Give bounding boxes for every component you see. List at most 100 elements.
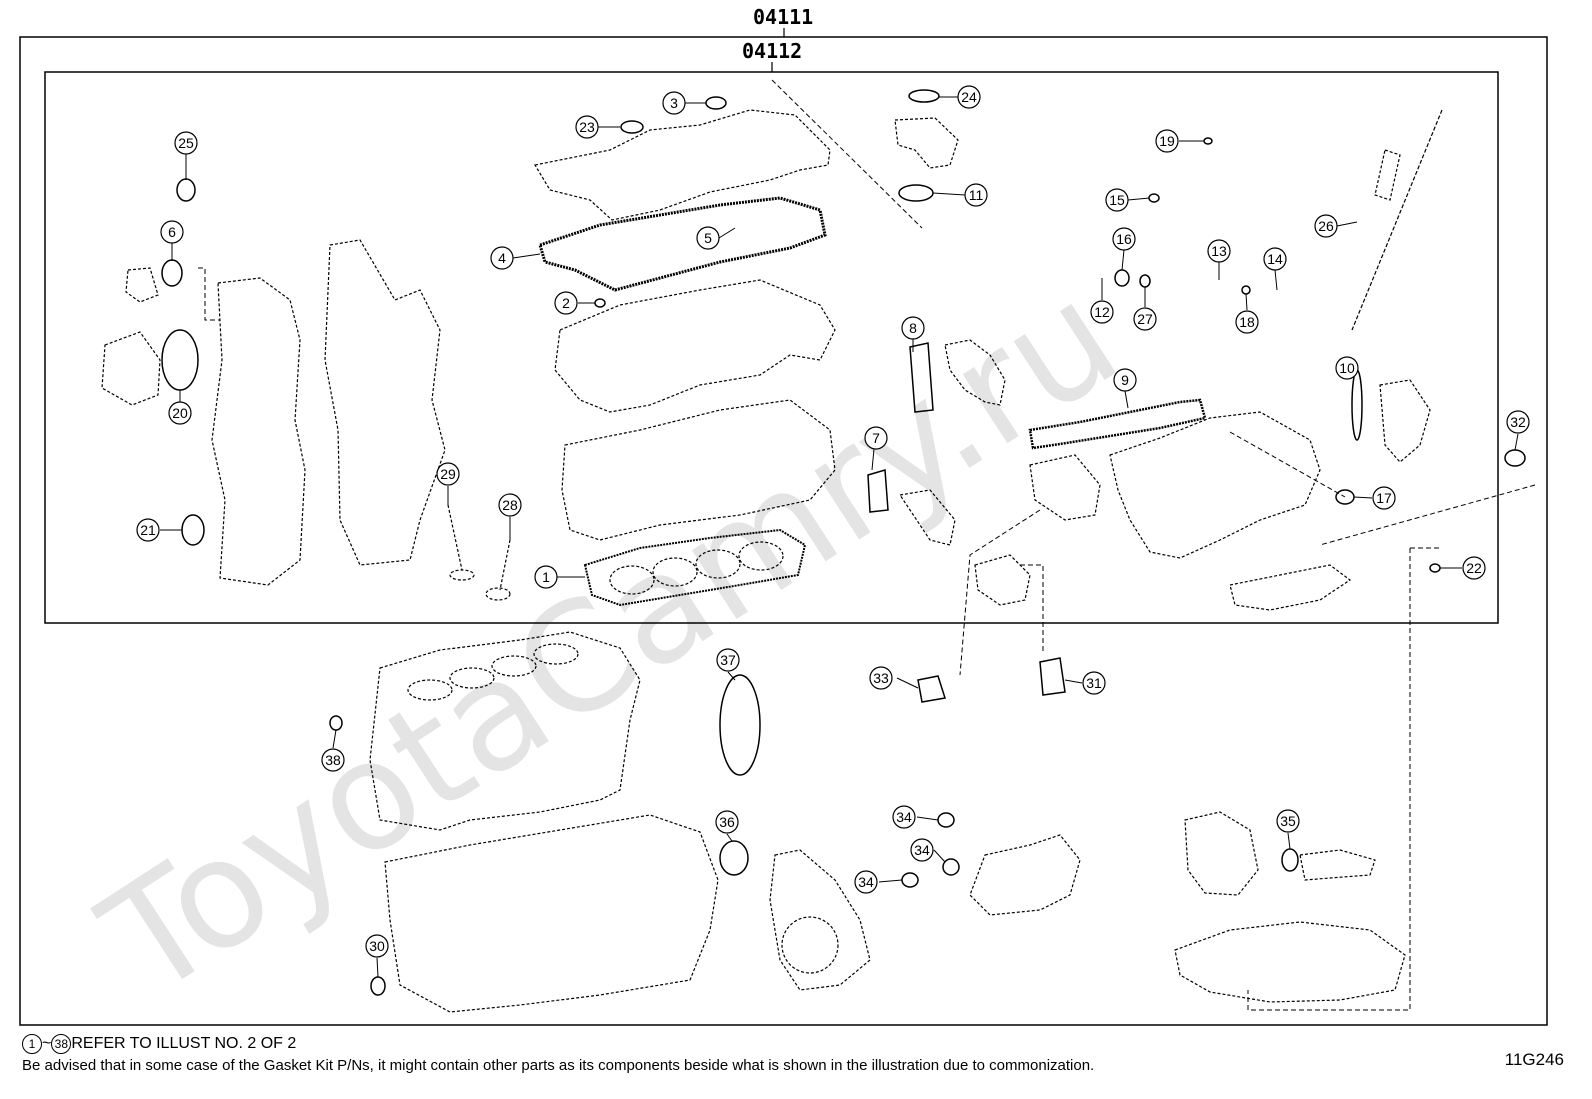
svg-text:9: 9	[1121, 372, 1129, 388]
water-pump-cover	[101, 331, 161, 406]
svg-text:11: 11	[969, 187, 984, 203]
svg-text:1: 1	[542, 569, 550, 585]
callouts: 1 2 3 4 5 6 7 8 9 10 11 12 13 14 15 16 1…	[136, 85, 1530, 958]
callout-34a: 34	[892, 805, 916, 829]
assembly-leaders	[198, 79, 1536, 1011]
callout-5: 5	[696, 226, 720, 250]
svg-text:2: 2	[562, 295, 570, 311]
callout-20: 20	[168, 401, 192, 425]
range-separator: ~	[42, 1035, 52, 1052]
callout-leaders	[160, 96, 1519, 978]
svg-text:30: 30	[369, 938, 385, 954]
svg-text:15: 15	[1109, 192, 1125, 208]
svg-text:38: 38	[325, 752, 341, 768]
callout-4: 4	[490, 246, 514, 270]
timing-cover-left	[211, 277, 306, 586]
oil-pump-cover	[769, 849, 871, 991]
svg-text:5: 5	[704, 230, 712, 246]
callout-27: 27	[1133, 307, 1157, 331]
svg-text:3: 3	[670, 95, 678, 111]
callout-32: 32	[1506, 410, 1530, 434]
callout-24: 24	[957, 85, 981, 109]
callout-22: 22	[1462, 556, 1486, 580]
manifold-gasket	[1028, 398, 1207, 450]
cylinder-head-gasket	[583, 528, 807, 607]
svg-text:23: 23	[579, 119, 595, 135]
svg-text:29: 29	[440, 466, 456, 482]
svg-text:35: 35	[1280, 813, 1296, 829]
svg-text:33: 33	[873, 670, 889, 686]
intake-manifold	[1109, 411, 1321, 559]
callout-31: 31	[1082, 671, 1106, 695]
timing-chain-case	[324, 239, 446, 566]
commonization-note: Be advised that in some case of the Gask…	[22, 1057, 1095, 1074]
svg-text:34: 34	[914, 842, 930, 858]
callout-8: 8	[901, 316, 925, 340]
callout-11: 11	[964, 183, 988, 207]
svg-text:17: 17	[1376, 490, 1392, 506]
callout-30: 30	[365, 934, 389, 958]
svg-text:18: 18	[1239, 314, 1255, 330]
svg-text:24: 24	[961, 89, 977, 105]
inner-kit-code: 04112	[742, 39, 802, 63]
callout-14: 14	[1263, 247, 1287, 271]
svg-text:34: 34	[858, 874, 874, 890]
svg-text:4: 4	[498, 250, 506, 266]
water-outlet	[894, 117, 959, 169]
water-pump	[969, 834, 1081, 916]
svg-text:10: 10	[1339, 360, 1355, 376]
callout-23: 23	[575, 115, 599, 139]
callout-19: 19	[1155, 129, 1179, 153]
callout-37: 37	[716, 648, 740, 672]
camshaft-housing	[554, 279, 836, 413]
egr-valve	[974, 554, 1031, 606]
svg-text:22: 22	[1466, 560, 1482, 576]
svg-text:20: 20	[172, 405, 188, 421]
callout-3: 3	[662, 91, 686, 115]
callout-16: 16	[1112, 227, 1136, 251]
callout-6: 6	[160, 220, 184, 244]
callout-2: 2	[554, 291, 578, 315]
svg-text:37: 37	[720, 652, 736, 668]
callout-28: 28	[498, 493, 522, 517]
svg-text:27: 27	[1137, 311, 1153, 327]
oil-dipstick	[1351, 109, 1443, 331]
svg-text:7: 7	[872, 430, 880, 446]
intake-lower-pipe	[1229, 564, 1352, 611]
svg-text:26: 26	[1318, 218, 1334, 234]
callout-17: 17	[1372, 486, 1396, 510]
callout-36: 36	[715, 810, 739, 834]
head-cover-gasket	[538, 196, 827, 292]
svg-text:31: 31	[1086, 675, 1102, 691]
outer-kit-code: 04111	[753, 5, 813, 29]
svg-text:34: 34	[896, 809, 912, 825]
callout-29: 29	[436, 462, 460, 486]
cylinder-block	[369, 631, 641, 831]
svg-text:25: 25	[178, 135, 194, 151]
svg-text:16: 16	[1116, 231, 1132, 247]
small-bracket	[125, 267, 159, 303]
callout-34b: 34	[910, 838, 934, 862]
callout-9: 9	[1113, 368, 1137, 392]
illustration-code: 11G246	[1504, 1050, 1564, 1069]
oil-pan	[1174, 921, 1406, 1003]
callout-38: 38	[321, 748, 345, 772]
oil-filter	[1184, 811, 1259, 896]
svg-text:36: 36	[719, 814, 735, 830]
throttle-body	[1029, 454, 1101, 521]
svg-text:6: 6	[168, 224, 176, 240]
callout-13: 13	[1207, 239, 1231, 263]
svg-text:32: 32	[1510, 414, 1526, 430]
callout-26: 26	[1314, 214, 1338, 238]
oil-cooler-pipe	[1299, 849, 1376, 881]
svg-text:13: 13	[1211, 243, 1227, 259]
callout-35: 35	[1276, 809, 1300, 833]
callout-12: 12	[1090, 300, 1114, 324]
callout-15: 15	[1105, 188, 1129, 212]
watermark: ToyotaCamry.ru	[74, 250, 1147, 1031]
refer-text: REFER TO ILLUST NO. 2 OF 2	[71, 1035, 297, 1052]
callout-34c: 34	[854, 870, 878, 894]
svg-text:14: 14	[1267, 251, 1283, 267]
